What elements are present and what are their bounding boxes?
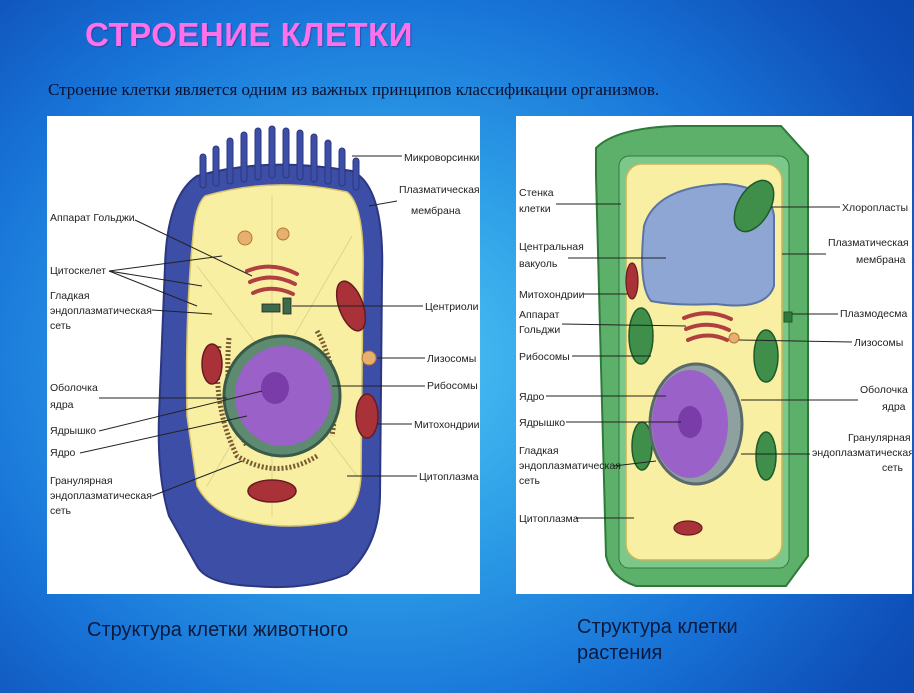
label-vacuole-1: Центральная	[519, 241, 584, 253]
label-plasma-membrane-1: Плазматическая	[399, 184, 480, 196]
label-plasmodesma: Плазмодесма	[840, 308, 907, 320]
centriole	[262, 304, 280, 312]
label-cytoplasm: Цитоплазма	[419, 471, 479, 483]
label-ribosomes: Рибосомы	[427, 380, 478, 392]
label-cell-wall-1: Стенка	[519, 187, 554, 199]
label-lysosomes: Лизосомы	[427, 353, 476, 365]
label-centrioles: Центриоли	[425, 301, 479, 313]
label-plant-nuclear-envelope-2: ядра	[882, 401, 906, 413]
plant-cell-caption: Структура клетки растения	[577, 614, 817, 666]
animal-cell-panel: Микроворсинки Плазматическая мембрана Ап…	[47, 116, 480, 594]
label-plant-smooth-er-1: Гладкая	[519, 445, 559, 457]
label-cytoskeleton: Цитоскелет	[50, 265, 106, 277]
label-plant-nucleolus: Ядрышко	[519, 417, 565, 429]
label-rough-er-3: сеть	[50, 505, 72, 517]
label-plant-rough-er-3: сеть	[882, 462, 904, 474]
label-nuclear-envelope-1: Оболочка	[50, 382, 98, 394]
label-plant-nucleus: Ядро	[519, 391, 545, 403]
label-plant-mitochondria: Митохондрии	[519, 289, 585, 301]
label-golgi: Аппарат Гольджи	[50, 212, 135, 224]
label-plant-cytoplasm: Цитоплазма	[519, 513, 579, 525]
animal-cell-diagram: Микроворсинки Плазматическая мембрана Ап…	[47, 116, 480, 594]
plasmodesma	[784, 312, 792, 322]
label-plant-rough-er-2: эндоплазматическая	[812, 447, 912, 459]
label-plant-smooth-er-2: эндоплазматическая	[519, 460, 621, 472]
label-plant-nuclear-envelope-1: Оболочка	[860, 384, 908, 396]
label-nuclear-envelope-2: ядра	[50, 399, 74, 411]
label-plasma-membrane-2: мембрана	[411, 205, 461, 217]
slide-title: СТРОЕНИЕ КЛЕТКИ	[85, 16, 413, 54]
label-plant-plasma-membrane-2: мембрана	[856, 254, 906, 266]
centriole	[283, 298, 291, 314]
label-rough-er-1: Гранулярная	[50, 475, 113, 487]
animal-cell-caption: Структура клетки животного	[87, 617, 348, 643]
animal-nucleolus	[261, 372, 289, 404]
label-smooth-er-2: эндоплазматическая	[50, 305, 152, 317]
label-plant-golgi-1: Аппарат	[519, 309, 560, 321]
label-nucleus: Ядро	[50, 447, 76, 459]
plant-cell-diagram: Стенка клетки Центральная вакуоль Митохо…	[516, 116, 912, 594]
plant-lysosome	[729, 333, 739, 343]
slide-subtitle: Строение клетки является одним из важных…	[48, 80, 659, 100]
label-vacuole-2: вакуоль	[519, 258, 558, 270]
label-microvilli: Микроворсинки	[404, 152, 480, 164]
plant-cell-panel: Стенка клетки Центральная вакуоль Митохо…	[516, 116, 912, 594]
label-plant-smooth-er-3: сеть	[519, 475, 541, 487]
label-plant-golgi-2: Гольджи	[519, 324, 560, 336]
label-plant-ribosomes: Рибосомы	[519, 351, 570, 363]
label-plant-plasma-membrane-1: Плазматическая	[828, 237, 909, 249]
label-cell-wall-2: клетки	[519, 203, 551, 215]
label-smooth-er-3: сеть	[50, 320, 72, 332]
label-plant-rough-er-1: Гранулярная	[848, 432, 911, 444]
plant-nucleolus	[678, 406, 702, 438]
label-nucleolus: Ядрышко	[50, 425, 96, 437]
label-plant-lysosomes: Лизосомы	[854, 337, 903, 349]
label-rough-er-2: эндоплазматическая	[50, 490, 152, 502]
label-mitochondria: Митохондрии	[414, 419, 480, 431]
label-smooth-er-1: Гладкая	[50, 290, 90, 302]
label-chloroplasts: Хлоропласты	[842, 202, 908, 214]
